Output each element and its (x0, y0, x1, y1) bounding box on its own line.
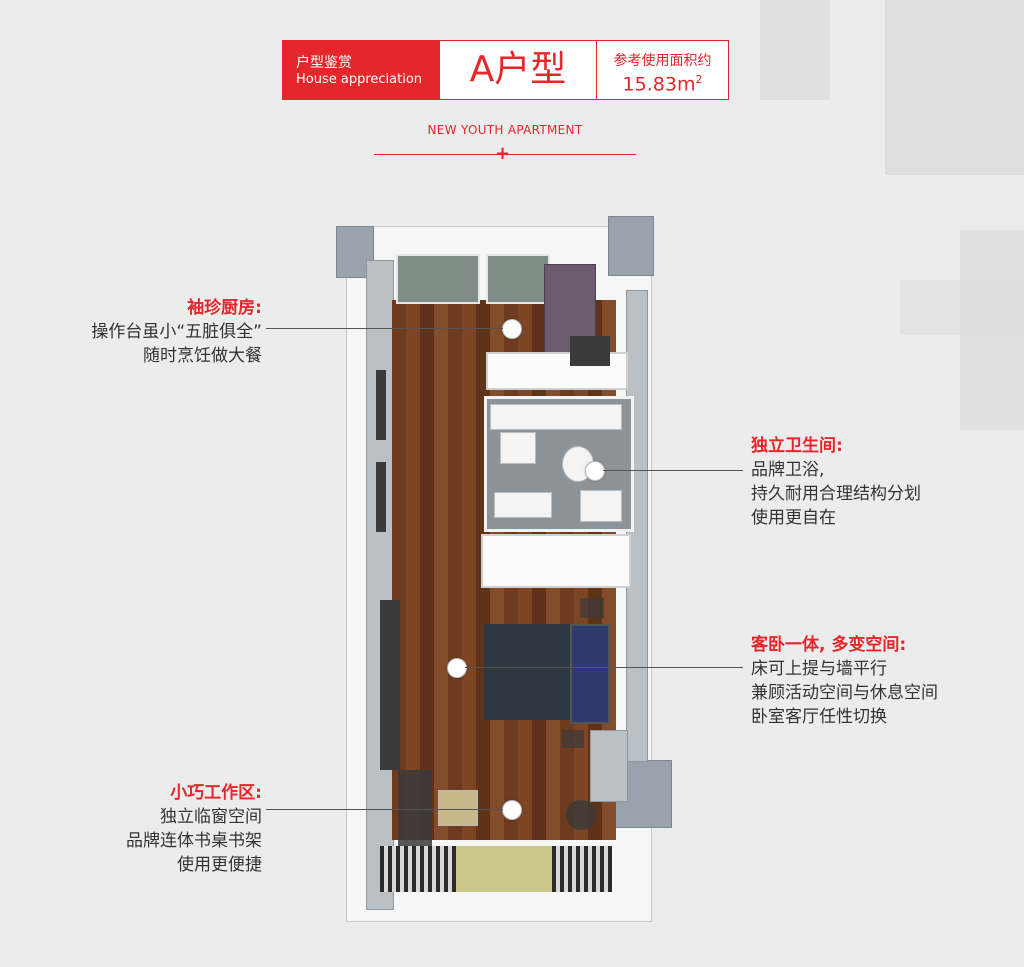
side-wall-left (366, 260, 394, 910)
unit-type-title: A户型 (439, 40, 597, 100)
bathroom-vanity (490, 404, 622, 430)
study-annotation: 小巧工作区: 独立临窗空间 品牌连体书桌书架 使用更便捷 (30, 781, 262, 877)
nightstand (562, 730, 584, 748)
study-desc-line: 独立临窗空间 (160, 807, 262, 827)
bathroom-desc-line: 品牌卫浴, (751, 460, 825, 480)
area-label: 参考使用面积约 (613, 53, 712, 69)
wardrobe (481, 534, 631, 588)
subtitle: NEW YOUTH APARTMENT (427, 123, 583, 137)
area-unit-superscript: 2 (695, 73, 703, 86)
living-leader-line (465, 667, 743, 668)
header-label-en: House appreciation (296, 72, 423, 87)
background-shape (900, 280, 1024, 335)
nightstand (580, 598, 604, 618)
living-annotation: 客卧一体, 多变空间: 床可上提与墙平行 兼顾活动空间与休息空间 卧室客厅任性切… (751, 633, 1011, 729)
wall-art (376, 370, 386, 440)
kitchen-leader-line (266, 328, 503, 329)
tv-cabinet (380, 600, 400, 770)
header-bar: 户型鉴赏 House appreciation A户型 参考使用面积约 15.8… (282, 40, 729, 100)
wall-art (376, 462, 386, 532)
plus-icon: + (495, 143, 511, 164)
bathroom-marker (585, 461, 605, 481)
bathroom-desc-line: 使用更自在 (751, 508, 836, 528)
area-box: 参考使用面积约 15.83m2 (596, 40, 729, 100)
desk-chair (438, 790, 478, 826)
header-label-box: 户型鉴赏 House appreciation (282, 40, 439, 100)
background-shape (760, 0, 830, 100)
bottom-blind (380, 846, 456, 892)
kitchen-desc-line: 随时烹饪做大餐 (143, 346, 262, 366)
header-label-cn: 户型鉴赏 (296, 55, 352, 71)
living-marker (447, 658, 467, 678)
pillar-top-right (608, 216, 654, 276)
kitchen-title: 袖珍厨房: (187, 298, 262, 318)
bathroom-title: 独立卫生间: (751, 436, 843, 456)
kitchen-desc-line: 操作台虽小“五脏俱全” (91, 322, 262, 342)
living-desc-line: 兼顾活动空间与休息空间 (751, 683, 938, 703)
plant (566, 800, 596, 830)
bathroom-annotation: 独立卫生间: 品牌卫浴, 持久耐用合理结构分划 使用更自在 (751, 434, 1011, 530)
wall-panel-right (590, 730, 628, 802)
balcony-floor (456, 846, 552, 892)
wash-basin (500, 432, 536, 464)
bed (484, 624, 574, 720)
bathtub-step (494, 492, 552, 518)
study-title: 小巧工作区: (170, 783, 262, 803)
study-desc-line: 品牌连体书桌书架 (126, 831, 262, 851)
bathroom-leader-line (603, 470, 743, 471)
study-leader-line (266, 809, 503, 810)
living-desc-line: 床可上提与墙平行 (751, 659, 887, 679)
study-marker (502, 800, 522, 820)
top-window (396, 254, 480, 304)
shower-tray (580, 490, 622, 522)
bottom-blind (552, 846, 612, 892)
study-desc-line: 使用更便捷 (177, 855, 262, 875)
desk (398, 770, 432, 850)
kitchen-sink (570, 336, 610, 366)
bed-headboard (570, 624, 610, 724)
subtitle-divider (374, 154, 636, 155)
living-desc-line: 卧室客厅任性切换 (751, 707, 887, 727)
kitchen-marker (502, 319, 522, 339)
background-shape (885, 0, 1024, 175)
kitchen-annotation: 袖珍厨房: 操作台虽小“五脏俱全” 随时烹饪做大餐 (30, 296, 262, 368)
living-title: 客卧一体, 多变空间: (751, 635, 907, 655)
area-value: 15.83m2 (622, 73, 703, 96)
bathroom-desc-line: 持久耐用合理结构分划 (751, 484, 921, 504)
top-window (486, 254, 550, 304)
